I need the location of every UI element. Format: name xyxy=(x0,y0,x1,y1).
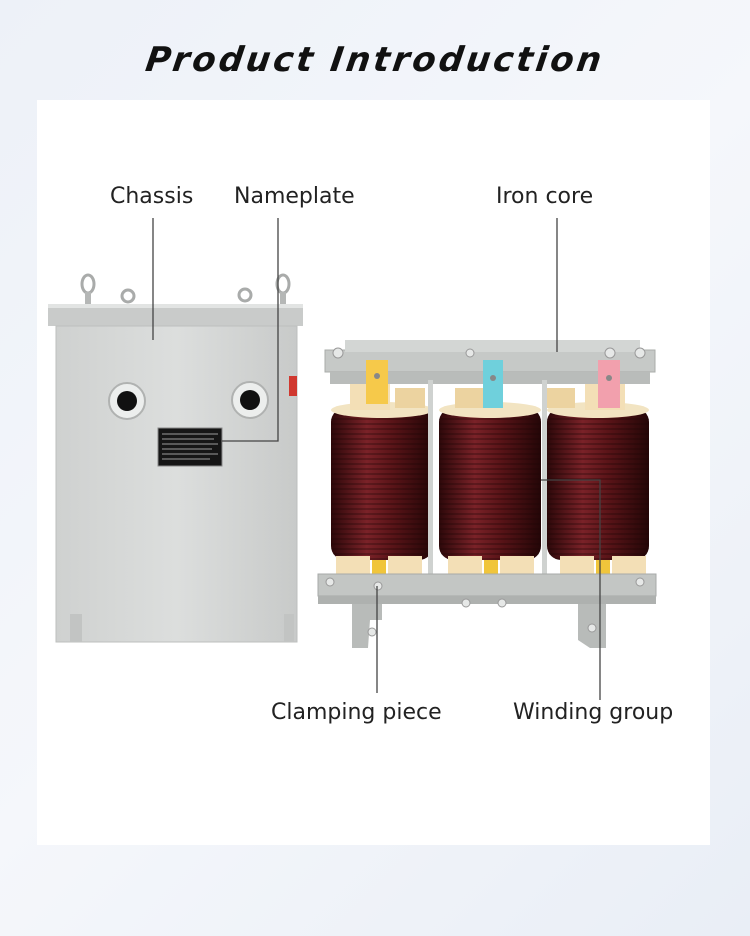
transformer-core xyxy=(317,340,657,648)
cable-gland-icon xyxy=(108,381,269,420)
label-clamping-piece: Clamping piece xyxy=(271,700,442,725)
label-chassis: Chassis xyxy=(110,184,194,209)
leader-lines xyxy=(152,218,601,700)
winding-coil xyxy=(439,402,541,560)
label-nameplate: Nameplate xyxy=(234,184,355,209)
label-winding-group: Winding group xyxy=(513,700,674,725)
winding-coil xyxy=(547,402,649,560)
lifting-eye-icon xyxy=(80,273,291,304)
nameplate-plate xyxy=(157,427,223,467)
label-iron-core: Iron core xyxy=(496,184,594,209)
winding-coil xyxy=(331,402,433,560)
chassis-box xyxy=(48,273,303,643)
